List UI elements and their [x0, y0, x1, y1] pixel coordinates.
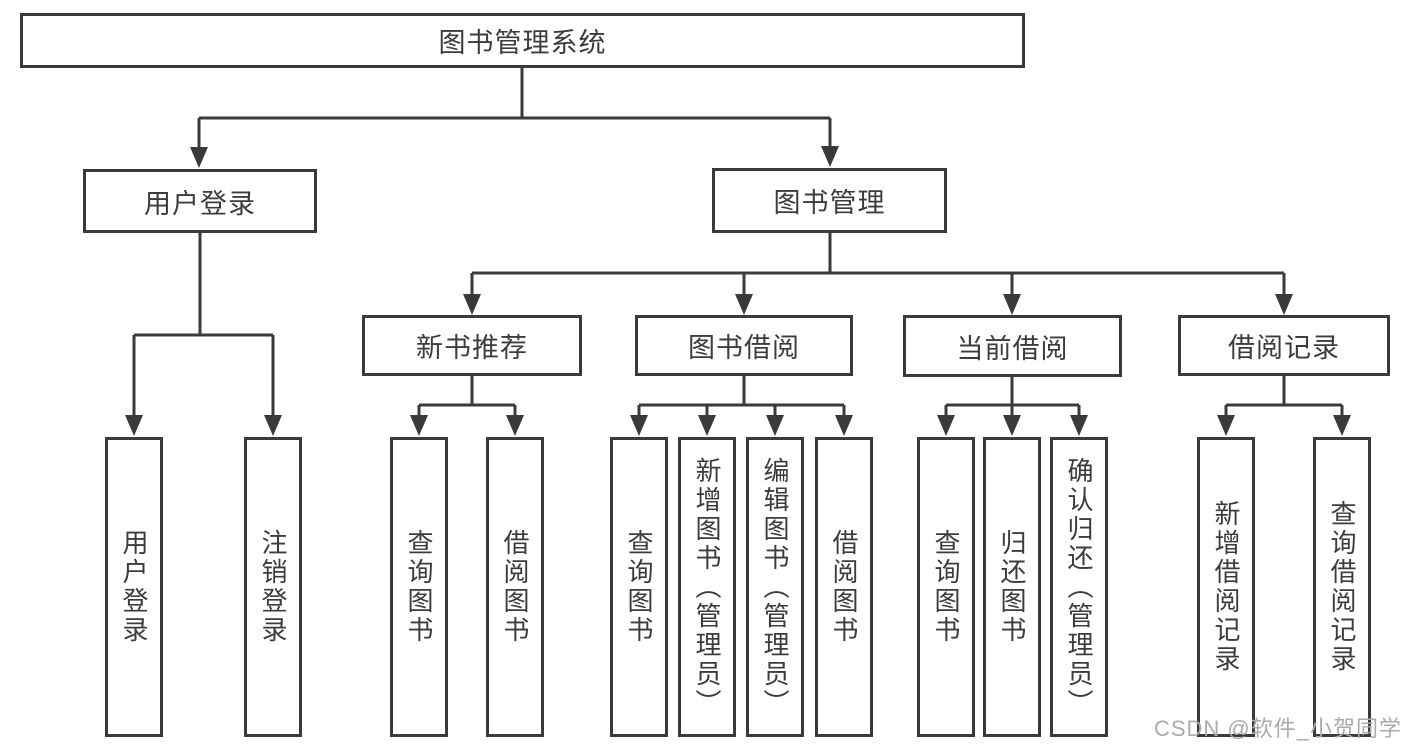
leaf-borrow-books-borrowing: 借阅图书 — [815, 437, 873, 737]
leaf-query-books-borrowing: 查询图书 — [610, 437, 668, 737]
node-library-system: 图书管理系统 — [20, 13, 1025, 68]
leaf-confirm-return-admin: 确认归还（管理员） — [1050, 437, 1108, 737]
node-borrowing-records: 借阅记录 — [1178, 315, 1390, 376]
node-new-book-recommend: 新书推荐 — [362, 315, 582, 376]
leaf-query-books-recommend: 查询图书 — [390, 437, 448, 737]
leaf-query-books-current: 查询图书 — [917, 437, 975, 737]
node-book-management: 图书管理 — [712, 168, 947, 233]
connector-lines — [132, 68, 1344, 418]
leaf-user-login: 用户登录 — [105, 437, 163, 737]
leaf-borrow-books-recommend: 借阅图书 — [486, 437, 544, 737]
node-current-borrowing: 当前借阅 — [903, 315, 1122, 377]
leaf-edit-book-admin: 编辑图书（管理员） — [746, 437, 804, 737]
leaf-logout: 注销登录 — [244, 437, 302, 737]
node-book-borrowing: 图书借阅 — [635, 315, 853, 376]
leaf-return-books: 归还图书 — [983, 437, 1041, 737]
csdn-watermark: CSDN @软件_小贺同学 — [1153, 716, 1402, 741]
leaf-add-borrow-record: 新增借阅记录 — [1197, 437, 1255, 737]
leaf-query-borrow-record: 查询借阅记录 — [1313, 437, 1371, 737]
node-user-login: 用户登录 — [83, 169, 317, 233]
leaf-add-book-admin: 新增图书（管理员） — [678, 437, 736, 737]
arrowheads — [125, 146, 1351, 436]
